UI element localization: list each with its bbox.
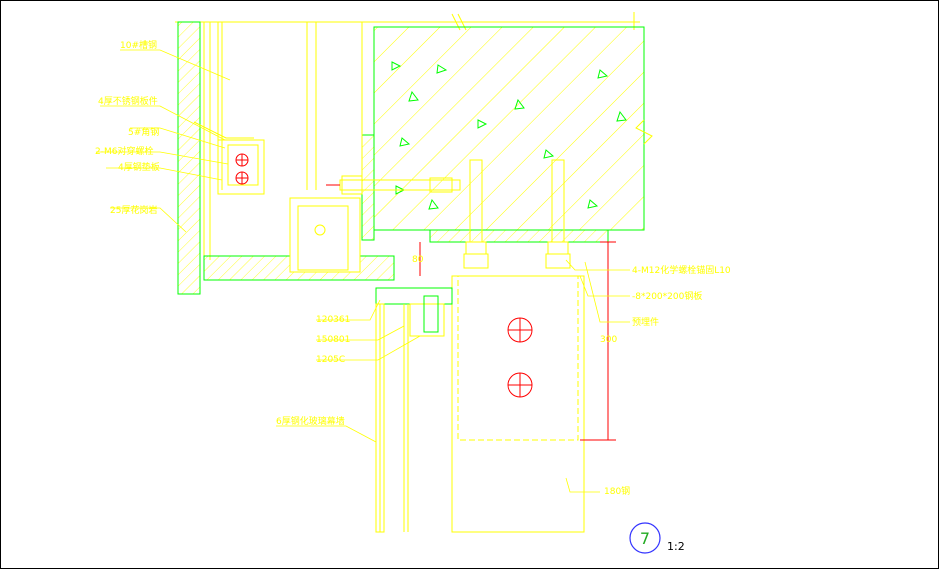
wall-cladding bbox=[177, 21, 363, 295]
label-steel-base-plate: -8*200*200钢板 bbox=[632, 290, 702, 302]
horizontal-anchor-bolt bbox=[326, 175, 461, 195]
chemical-anchor-bolt-left bbox=[463, 159, 489, 269]
label-embedded-part: 预埋件 bbox=[632, 316, 659, 328]
dimension-right: 300 bbox=[580, 241, 617, 441]
side-plate bbox=[361, 134, 375, 241]
steel-beam-180 bbox=[451, 275, 585, 533]
dim-left-value: 80 bbox=[412, 255, 424, 265]
label-steel-plate: 4厚钢垫板 bbox=[118, 161, 160, 173]
steel-base-plate bbox=[429, 229, 609, 243]
angle-connector bbox=[193, 121, 265, 195]
label-steel-bar: 10#槽钢 bbox=[120, 39, 157, 51]
detail-number: 7 bbox=[640, 529, 650, 548]
leader-lines-right bbox=[565, 259, 630, 493]
label-profile-150: 150801 bbox=[316, 335, 350, 345]
label-granite: 25厚花岗岩 bbox=[110, 204, 157, 216]
steel-bracket bbox=[289, 197, 361, 273]
label-m6-bolts: 2-M6对穿螺栓 bbox=[95, 145, 153, 157]
label-beam-180: 180钢 bbox=[604, 485, 630, 497]
detail-scale: 1:2 bbox=[667, 540, 685, 553]
concrete-aggregate-marks bbox=[391, 61, 627, 210]
concrete-slab bbox=[373, 26, 653, 231]
label-glass: 6厚钢化玻璃幕墙 bbox=[276, 415, 345, 427]
label-anchor-bolts: 4-M12化学螺栓锚固L10 bbox=[632, 264, 731, 276]
chemical-anchor-bolt-right bbox=[545, 159, 571, 269]
m6-bolt-icon bbox=[235, 153, 249, 185]
label-profile-120: 120361 bbox=[316, 315, 350, 325]
detail-marker: 7 1:2 bbox=[629, 522, 685, 554]
dim-right-value: 300 bbox=[600, 335, 617, 345]
label-profile-1205: 1205C bbox=[316, 355, 345, 365]
beam-bolt-icon bbox=[507, 317, 533, 398]
label-stainless-plate: 4厚不锈钢板件 bbox=[98, 95, 158, 107]
label-angle: 5#角钢 bbox=[128, 126, 159, 138]
curtain-wall-profile bbox=[375, 287, 453, 533]
dimension-left: 80 bbox=[412, 242, 424, 276]
leader-lines-left bbox=[96, 49, 421, 443]
